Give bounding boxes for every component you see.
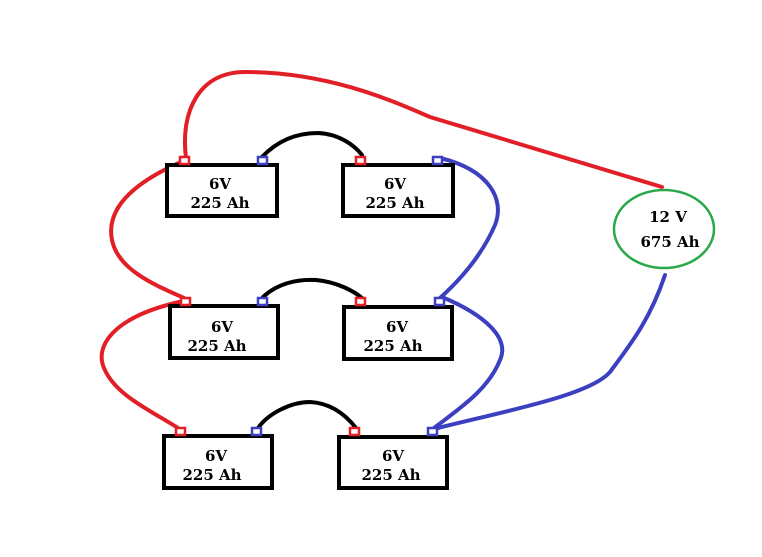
main-positive-wire bbox=[183, 69, 664, 189]
battery-6: 6V 225 Ah bbox=[337, 426, 449, 490]
positive-terminal bbox=[348, 426, 361, 437]
battery-3-case bbox=[168, 304, 280, 360]
battery-4: 6V 225 Ah bbox=[342, 296, 454, 361]
series-link-row3 bbox=[256, 399, 358, 430]
battery-1-case bbox=[165, 163, 279, 218]
negative-terminal bbox=[250, 426, 263, 437]
battery-4-capacity: 225 Ah bbox=[363, 337, 422, 355]
main-negative-wire bbox=[436, 273, 667, 430]
positive-link-row2-row3 bbox=[99, 300, 181, 430]
bank-summary-capacity: 675 Ah bbox=[640, 233, 699, 251]
battery-3-capacity: 225 Ah bbox=[187, 337, 246, 355]
series-link-row1 bbox=[260, 130, 364, 159]
battery-6-voltage: 6V bbox=[382, 447, 404, 465]
battery-5: 6V 225 Ah bbox=[162, 426, 274, 490]
battery-4-case bbox=[342, 305, 454, 361]
series-link-row2 bbox=[261, 277, 364, 300]
negative-terminal bbox=[256, 155, 269, 166]
battery-5-voltage: 6V bbox=[205, 447, 227, 465]
battery-1-voltage: 6V bbox=[209, 175, 231, 193]
battery-6-capacity: 225 Ah bbox=[361, 466, 420, 484]
battery-2-voltage: 6V bbox=[384, 175, 406, 193]
negative-wiring bbox=[432, 156, 667, 430]
battery-5-capacity: 225 Ah bbox=[182, 466, 241, 484]
bank-summary-outline bbox=[612, 188, 716, 270]
positive-link-row1-row2 bbox=[109, 160, 186, 300]
series-links bbox=[256, 130, 364, 430]
negative-terminal bbox=[256, 296, 269, 307]
battery-2: 6V 225 Ah bbox=[341, 155, 455, 218]
battery-4-voltage: 6V bbox=[386, 318, 408, 336]
positive-wiring bbox=[99, 69, 664, 430]
negative-terminal bbox=[426, 426, 439, 437]
battery-1: 6V 225 Ah bbox=[165, 155, 279, 218]
negative-link-row2-row3 bbox=[432, 295, 505, 430]
battery-3-voltage: 6V bbox=[211, 318, 233, 336]
negative-link-row1-row2 bbox=[438, 156, 500, 300]
negative-terminal bbox=[433, 296, 446, 307]
battery-2-capacity: 225 Ah bbox=[365, 194, 424, 212]
positive-terminal bbox=[178, 155, 191, 166]
battery-2-case bbox=[341, 163, 455, 218]
positive-terminal bbox=[179, 296, 192, 307]
battery-3: 6V 225 Ah bbox=[168, 296, 280, 360]
positive-terminal bbox=[354, 296, 367, 307]
bank-summary: 12 V 675 Ah bbox=[612, 188, 716, 270]
battery-1-capacity: 225 Ah bbox=[190, 194, 249, 212]
battery-5-case bbox=[162, 434, 274, 490]
positive-terminal bbox=[174, 426, 187, 437]
bank-summary-voltage: 12 V bbox=[649, 208, 687, 226]
positive-terminal bbox=[354, 155, 367, 166]
battery-6-case bbox=[337, 435, 449, 490]
negative-terminal bbox=[431, 155, 444, 166]
